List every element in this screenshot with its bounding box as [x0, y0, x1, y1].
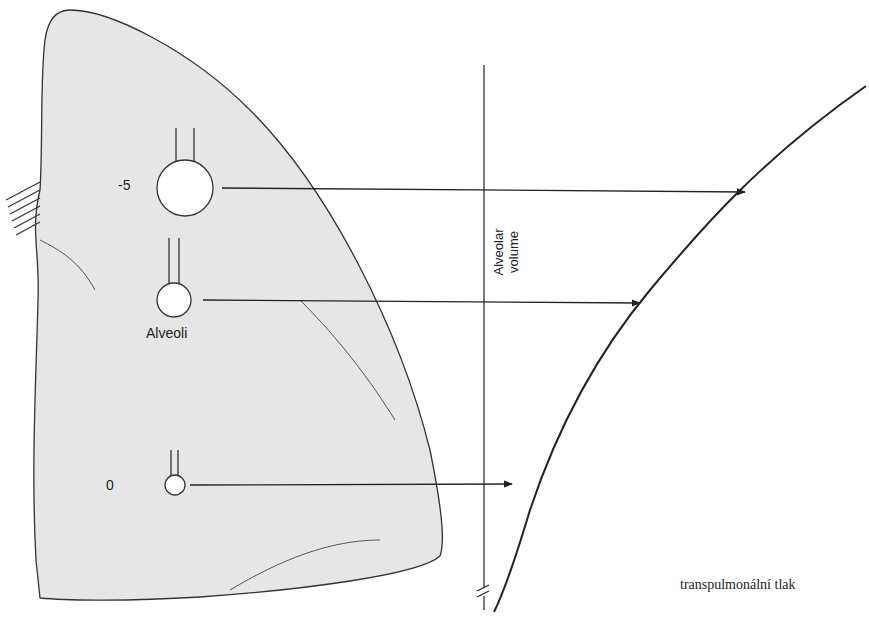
leader-arrows [190, 188, 745, 485]
lung-outline [34, 10, 443, 600]
alveoli [157, 128, 213, 495]
axis-label: Alveolar volume [492, 221, 522, 283]
hilum-hatch [6, 182, 40, 235]
axis-label: transpulmonální tlak [680, 577, 795, 593]
volume-axis [477, 65, 489, 610]
pressure-value: -5 [118, 177, 130, 193]
compliance-curve [494, 86, 866, 612]
pressure-value: 0 [106, 477, 114, 493]
fissure-lines [40, 240, 395, 590]
part-label: Alveoli [146, 325, 187, 341]
